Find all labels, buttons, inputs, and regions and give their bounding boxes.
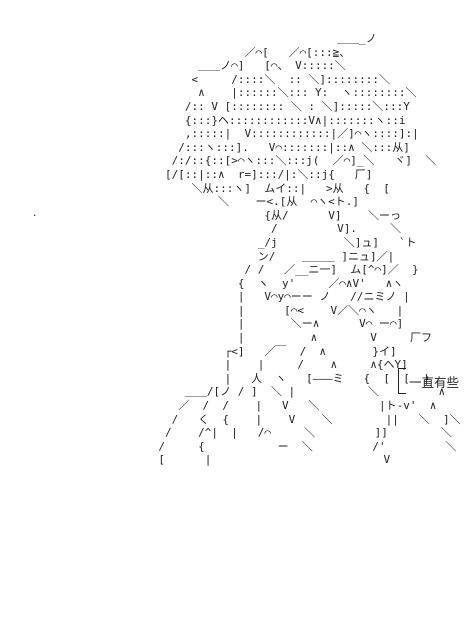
art-line: ∧ |::::::＼::: Y: ヽ::::::::＼ (112, 86, 417, 100)
art-line: _/j ＼]ュ] `ト (112, 235, 417, 249)
caption-text: 一直有些 (409, 374, 460, 390)
art-line: [ | V } ] (112, 453, 465, 467)
art-line: { ヽ y' ／⌒∧V' ∧ヽ (112, 276, 404, 290)
art-line: | ＼ー∧ V⌒ ー⌒] (112, 317, 404, 331)
caption-box: 一直有些 (398, 368, 459, 394)
art-line: < /::::＼ :: ＼]::::::::＼ (112, 72, 391, 86)
art-line: {从/ V] ＼ーっ (112, 208, 402, 222)
art-line: {:::}ヘ::::::::::::V∧|:::::::ヽ::i (112, 113, 406, 127)
art-line: [/[::|::∧ r=]:::/|:＼::j{ 厂] (112, 167, 373, 181)
art-line: ,:::::| V::::::::::::|／]⌒ヽ::::]:| (112, 127, 419, 141)
art-line: ＼ ー<.[从 ⌒ヽ<ト.] (112, 195, 360, 209)
art-line: ＿＿_ノ (112, 32, 377, 45)
art-line: ＿＿/[ノ / ] ＼ | ＼ ∧ (112, 385, 446, 399)
ascii-art-figure: ＿＿_ノ ／⌒[ ／⌒[:::≧、 ＿＿ノ⌒] [⌒、 V:::::＼ < /:… (112, 32, 465, 467)
art-line: /:::ヽ:::]. V⌒:::::::|::∧ ＼:::从] (112, 140, 410, 154)
art-line: | [⌒< V／＼⌒ヽ | (112, 303, 404, 317)
art-line: | ∧ V 厂フ (112, 331, 433, 345)
art-line: | 人 ヽ [―――ミ { [ [ | (112, 371, 430, 385)
art-line: / { ー ＼ /' ＼ ＼ (112, 439, 465, 453)
art-line: /:/::{::[>⌒ヽ:::＼:::j( ／⌒]_＼ ヾ] ＼ (112, 154, 437, 168)
art-line: / /^| | /⌒ ＼ ]] ＼ ＼ (112, 426, 465, 440)
art-line: /:: V [:::::::: ＼ : ＼]:::::＼:::Y (112, 99, 410, 113)
open-bracket-icon (398, 368, 406, 394)
art-line: ＿＿ノ⌒] [⌒、 V:::::＼ (112, 59, 346, 73)
art-line: ／⌒[ ／⌒[:::≧、 (112, 45, 351, 59)
art-line: ン/ ＿＿＿ ]ニュ]／| (112, 249, 395, 263)
art-line: ┌<] ／￣ / ∧ }イ] (112, 344, 397, 358)
stray-mark: . (33, 206, 37, 219)
art-line: / V]. ＼ (112, 222, 402, 236)
art-line: / / ／__ニ一] ム[^⌒]／ } (112, 263, 419, 277)
art-line: / く { | V ＼ || ＼ ]＼ (112, 412, 461, 426)
art-line: ／ / / | V ＼ |ト-v' ∧ (112, 399, 437, 413)
art-line: | V⌒y⌒ーー ノ //ニミノ | (112, 290, 410, 304)
art-line: | | / ∧ ∧{ヘY] (112, 358, 408, 372)
art-line: ＼从:::ヽ] ムイ::| >从 { [ (112, 181, 390, 195)
